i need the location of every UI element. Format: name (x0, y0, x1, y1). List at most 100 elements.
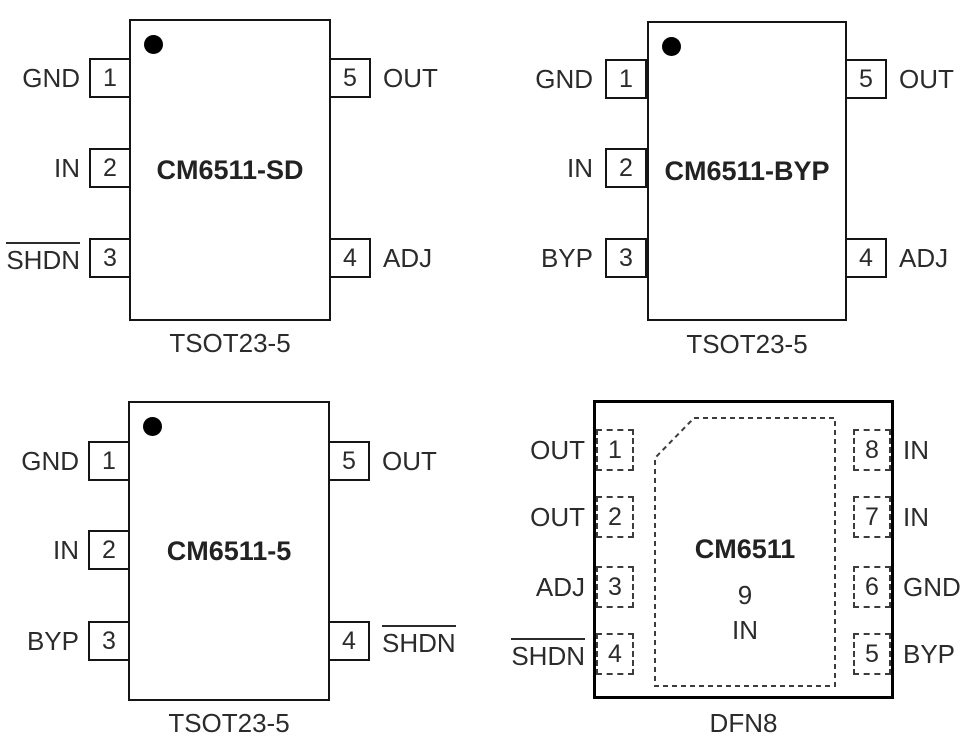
package-cm6511-byp: CM6511-BYP 1 2 3 5 4 GND IN BYP OUT ADJ … (482, 0, 965, 376)
pin-label: GND (535, 63, 593, 94)
pin-label-row: OUT (382, 441, 482, 481)
pin-label-row: OUT (482, 429, 585, 471)
pin-number: 3 (619, 243, 633, 272)
pin-label: BYP (540, 242, 593, 273)
pin-label-row: BYP (482, 238, 593, 278)
exposed-pad-text: CM6511 9 IN (655, 532, 835, 645)
pin-box: 5 (328, 441, 370, 481)
pin-label-row: IN (0, 530, 79, 570)
pin1-indicator-dot (143, 417, 162, 436)
pin-box: 1 (605, 59, 647, 99)
pin-number: 2 (102, 535, 116, 564)
package-type-caption: TSOT23-5 (686, 329, 808, 359)
pin-label: ADJ (383, 242, 433, 273)
chip-name: CM6511-BYP (664, 156, 830, 186)
pin-label-row: SHDN (0, 238, 80, 278)
pin-number: 5 (342, 446, 356, 475)
package-cm6511-5: CM6511-5 1 2 3 5 4 GND IN BYP OUT SHDN T… (0, 376, 482, 753)
pin-label: IN (54, 152, 80, 183)
pin-label-row: ADJ (482, 566, 585, 608)
pin-label-row: ADJ (383, 238, 478, 278)
pin-number: 2 (608, 502, 622, 531)
pin-number: 1 (103, 63, 117, 92)
pin-box: 5 (845, 59, 887, 99)
pin-label-row: GND (0, 441, 79, 481)
pin-number: 2 (103, 153, 117, 182)
pin-label: SHDN (6, 241, 80, 274)
pin-label: OUT (382, 445, 437, 476)
pin-label: OUT (899, 63, 954, 94)
pin-box: 4 (328, 621, 370, 661)
pin-box: 4 (845, 238, 887, 278)
pin-label-row: IN (903, 429, 965, 471)
pin-label: BYP (903, 638, 956, 669)
pin-label: OUT (530, 434, 585, 465)
pin1-indicator-dot (144, 35, 163, 54)
pin-label: IN (903, 501, 929, 532)
pin-box: 4 (596, 633, 634, 675)
package-cm6511-dfn8: CM6511 9 IN 1 2 3 4 8 7 6 5 OUT OUT ADJ … (482, 376, 965, 753)
pin-box: 3 (596, 566, 634, 608)
pin-number: 3 (608, 572, 622, 601)
pin-number: 3 (102, 626, 116, 655)
pin-number: 5 (343, 63, 357, 92)
pin-number: 5 (865, 639, 879, 668)
pin-box: 5 (853, 633, 891, 675)
pin-label-row: ADJ (899, 238, 965, 278)
pin-box: 1 (89, 58, 131, 98)
pin-label: GND (22, 62, 80, 93)
package-cm6511-sd: CM6511-SD 1 2 3 5 4 GND IN SHDN OUT ADJ … (0, 0, 482, 376)
chip-body: CM6511-BYP (647, 21, 847, 321)
pin-box: 6 (853, 566, 891, 608)
pin-label-row: IN (482, 148, 593, 188)
pin-label-row: SHDN (482, 633, 585, 675)
pin-number: 5 (859, 64, 873, 93)
pin-number: 6 (865, 572, 879, 601)
pin-label: GND (21, 445, 79, 476)
chip-name: CM6511-SD (156, 155, 304, 185)
pin-label: OUT (383, 62, 438, 93)
pin-label-row: OUT (899, 59, 965, 99)
pin-label: ADJ (899, 242, 949, 273)
pin-box: 3 (89, 238, 131, 278)
pin-number: 3 (103, 243, 117, 272)
pin-box: 3 (605, 238, 647, 278)
pin-label-row: IN (0, 148, 80, 188)
pin-number: 8 (865, 435, 879, 464)
pin-label-row: OUT (482, 496, 585, 538)
pin-box: 8 (853, 429, 891, 471)
pin-box: 1 (88, 441, 130, 481)
pin-label: ADJ (535, 571, 585, 602)
pin-label-row: GND (0, 58, 80, 98)
pin-box: 1 (596, 429, 634, 471)
pin-label-row: OUT (383, 58, 478, 98)
pin-label: SHDN (382, 624, 456, 657)
pin-number: 1 (619, 64, 633, 93)
pin-label-row: BYP (903, 633, 965, 675)
pin-label-row: BYP (0, 621, 79, 661)
pad-number: 9 (737, 580, 753, 610)
pin-label: IN (53, 534, 79, 565)
pin-box: 7 (853, 496, 891, 538)
package-type-caption: TSOT23-5 (169, 328, 291, 358)
pin-label-row: GND (903, 566, 965, 608)
pad-label: IN (732, 615, 758, 645)
pin-number: 2 (619, 153, 633, 182)
chip-name: CM6511 (694, 534, 796, 564)
pin-box: 2 (88, 530, 130, 570)
pin-label: GND (903, 571, 961, 602)
pin-number: 4 (342, 626, 356, 655)
pin-label: BYP (26, 625, 79, 656)
pin-label-row: IN (903, 496, 965, 538)
pin-label: IN (567, 152, 593, 183)
package-type-caption: TSOT23-5 (168, 708, 290, 738)
pin-label: IN (903, 434, 929, 465)
pin-number: 1 (608, 435, 622, 464)
pin-number: 1 (102, 446, 116, 475)
pin-label: OUT (530, 501, 585, 532)
pin-box: 2 (605, 148, 647, 188)
pin-number: 4 (343, 243, 357, 272)
pin-number: 4 (608, 639, 622, 668)
pin-label-row: SHDN (382, 621, 482, 661)
